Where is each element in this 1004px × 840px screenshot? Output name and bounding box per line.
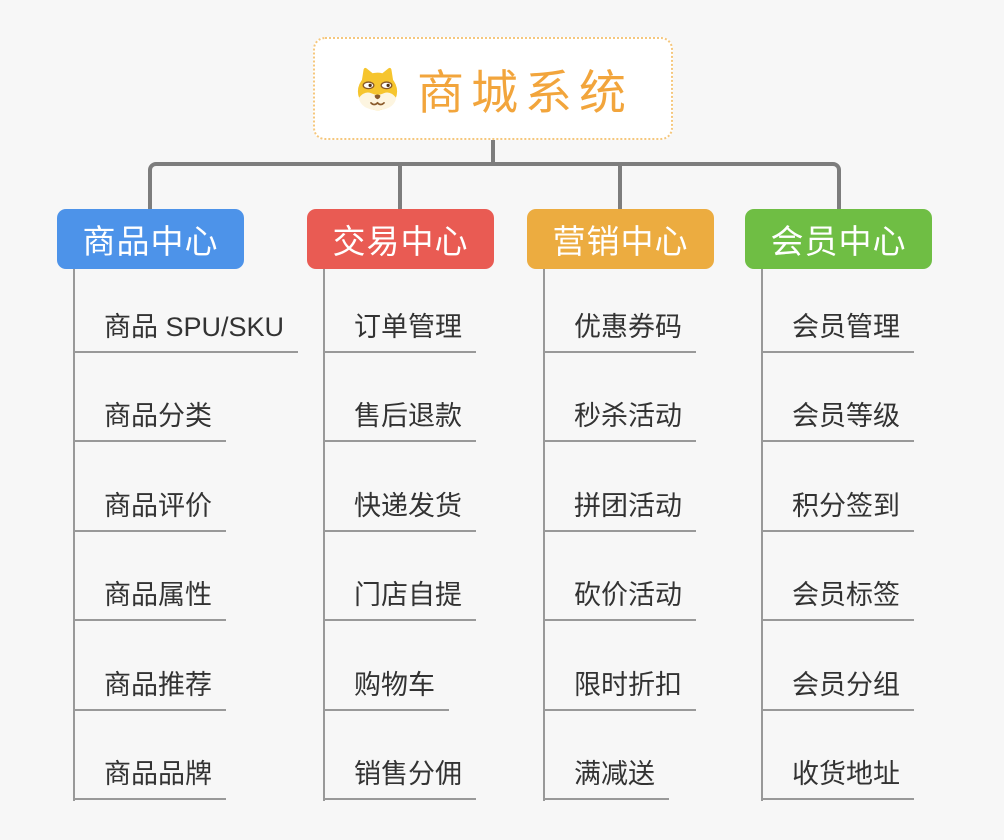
leaf-node[interactable]: 快递发货 [323, 484, 476, 532]
branch-label: 交易中心 [332, 223, 469, 260]
leaf-node[interactable]: 限时折扣 [543, 663, 696, 711]
branch-node-marketing-center[interactable]: 营销中心 [527, 209, 714, 269]
leaf-node[interactable]: 优惠券码 [543, 305, 696, 353]
dog-face-icon [357, 67, 398, 110]
connector-children-line-trade-center [323, 269, 325, 801]
leaf-node[interactable]: 商品推荐 [73, 663, 226, 711]
connector-horizontal-left [148, 162, 493, 210]
connector-children-line-product-center [73, 269, 75, 801]
leaf-node[interactable]: 满减送 [543, 752, 669, 800]
branch-label: 会员中心 [770, 223, 907, 260]
leaf-node[interactable]: 门店自提 [323, 573, 476, 622]
leaf-column-marketing-center: 优惠券码秒杀活动拼团活动砍价活动限时折扣满减送 [543, 268, 696, 800]
connector-root-stub [491, 139, 495, 165]
branch-label: 商品中心 [82, 223, 219, 260]
leaf-node[interactable]: 收货地址 [761, 752, 914, 800]
leaf-node[interactable]: 商品 SPU/SKU [73, 305, 299, 353]
leaf-node[interactable]: 会员分组 [761, 663, 914, 711]
leaf-node[interactable]: 会员等级 [761, 394, 914, 443]
branch-node-member-center[interactable]: 会员中心 [745, 209, 932, 269]
leaf-node[interactable]: 商品品牌 [73, 752, 226, 800]
leaf-node[interactable]: 会员管理 [761, 305, 914, 353]
root-title: 商城系统 [417, 66, 633, 119]
leaf-column-member-center: 会员管理会员等级积分签到会员标签会员分组收货地址 [761, 268, 914, 800]
leaf-node[interactable]: 会员标签 [761, 573, 914, 622]
leaf-column-product-center: 商品 SPU/SKU 商品分类商品评价商品属性商品推荐商品品牌 [73, 268, 299, 800]
leaf-node[interactable]: 售后退款 [323, 394, 476, 443]
leaf-node[interactable]: 商品分类 [73, 394, 226, 443]
branch-node-trade-center[interactable]: 交易中心 [307, 209, 494, 269]
leaf-node[interactable]: 购物车 [323, 663, 449, 711]
leaf-node[interactable]: 砍价活动 [543, 573, 696, 622]
branch-label: 营销中心 [552, 223, 689, 260]
connector-horizontal-right [493, 162, 841, 210]
leaf-node[interactable]: 销售分佣 [323, 752, 476, 800]
connector-drop-trade-center [398, 164, 402, 210]
connector-children-line-member-center [761, 269, 763, 801]
connector-children-line-marketing-center [543, 269, 545, 801]
leaf-node[interactable]: 商品属性 [73, 573, 226, 622]
connector-drop-marketing-center [618, 164, 622, 210]
leaf-column-trade-center: 订单管理售后退款快递发货门店自提购物车销售分佣 [323, 268, 476, 800]
leaf-node[interactable]: 积分签到 [761, 484, 914, 532]
leaf-node[interactable]: 拼团活动 [543, 484, 696, 532]
root-node[interactable]: 商城系统 [313, 37, 673, 140]
leaf-node[interactable]: 秒杀活动 [543, 394, 696, 443]
leaf-node[interactable]: 商品评价 [73, 484, 226, 532]
leaf-node[interactable]: 订单管理 [323, 305, 476, 353]
branch-node-product-center[interactable]: 商品中心 [57, 209, 244, 269]
